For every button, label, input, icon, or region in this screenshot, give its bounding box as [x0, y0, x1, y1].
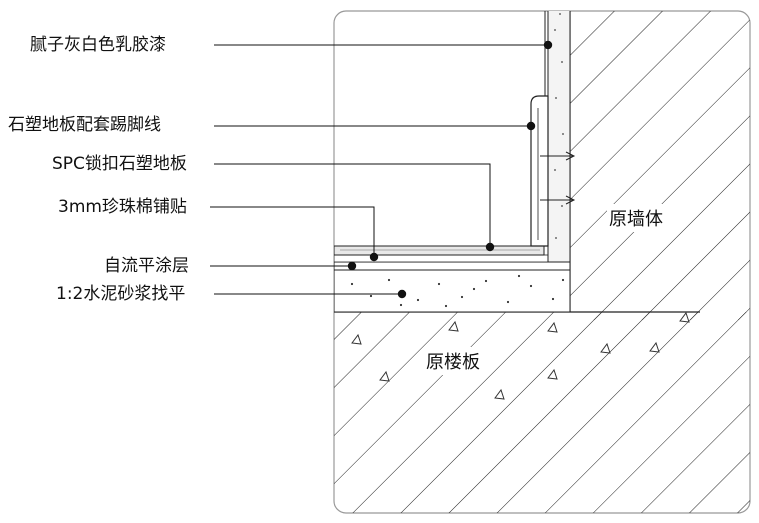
mortar-texture [350, 274, 565, 308]
floor-slab-hatch [334, 312, 750, 513]
leader-lines-outside [210, 44, 334, 295]
plaster-texture [554, 13, 564, 239]
wall-hatch [570, 11, 750, 320]
aggregate-marks [351, 311, 690, 400]
skirting-board [530, 95, 549, 247]
callout-self-leveling: 自流平涂层 [104, 256, 189, 276]
skirting-fasteners [540, 151, 576, 205]
spc-floor-layer [334, 245, 545, 256]
callout-skirting: 石塑地板配套踢脚线 [8, 115, 161, 135]
callout-putty-paint: 腻子灰白色乳胶漆 [30, 35, 166, 55]
self-leveling-layer [334, 261, 571, 271]
wall-plaster-layer [547, 11, 571, 263]
label-original-wall: 原墙体 [607, 204, 665, 232]
cement-mortar-layer [334, 269, 571, 313]
leader-lines [334, 44, 548, 295]
label-original-slab: 原楼板 [424, 347, 482, 375]
callout-foam: 3mm珍珠棉铺贴 [58, 197, 187, 217]
callout-cement-mortar: 1:2水泥砂浆找平 [56, 284, 186, 304]
foam-layer [334, 254, 555, 263]
leader-dots [347, 40, 553, 299]
callout-spc-floor: SPC锁扣石塑地板 [52, 154, 187, 174]
